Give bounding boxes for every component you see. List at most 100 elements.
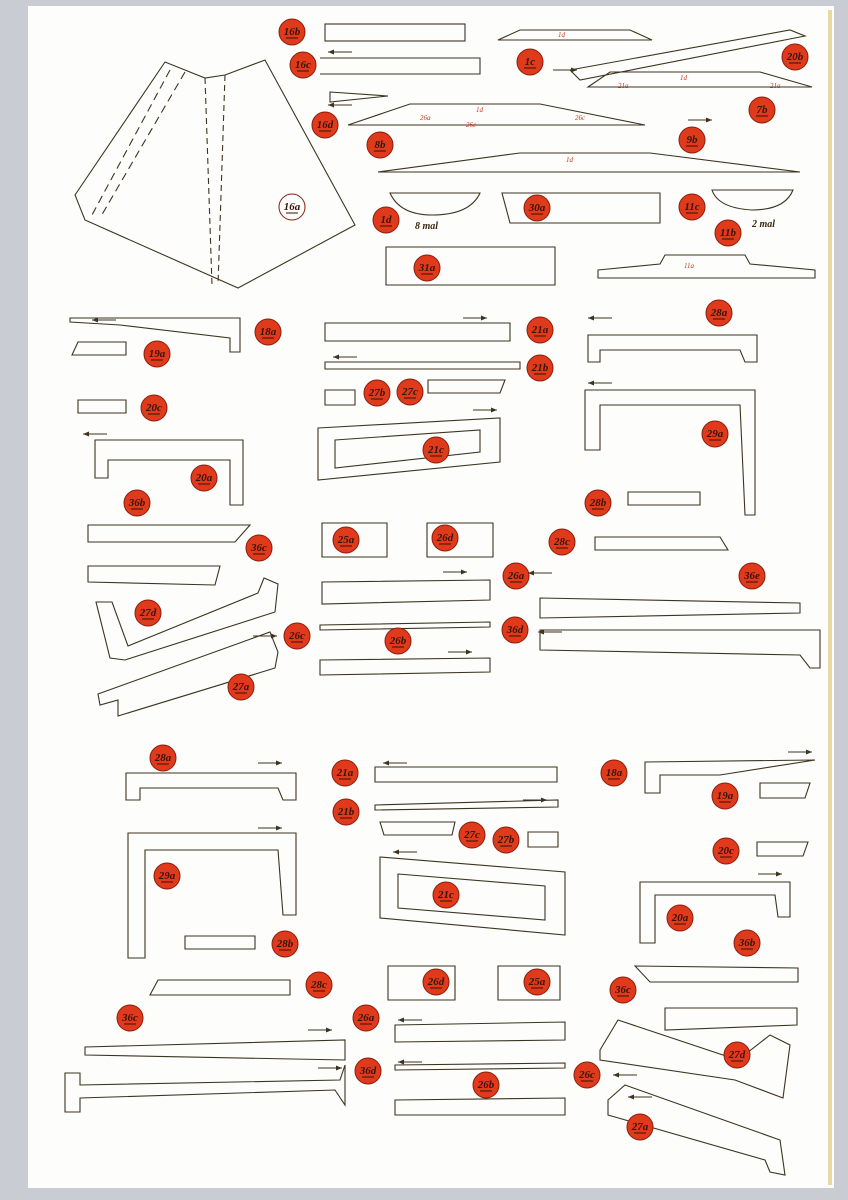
badge-text: 36e bbox=[743, 570, 760, 582]
badge-circle bbox=[609, 976, 637, 1004]
direction-arrow-icon bbox=[333, 354, 357, 360]
badge-circle bbox=[305, 971, 333, 999]
badge-circle bbox=[140, 394, 168, 422]
direction-arrow-icon bbox=[588, 315, 612, 321]
part-label-badge: 27d bbox=[134, 599, 162, 627]
direction-arrow-icon bbox=[328, 102, 352, 108]
badge-circle bbox=[149, 744, 177, 772]
badge-circle bbox=[472, 1071, 500, 1099]
part-label-badge: 30a bbox=[523, 194, 551, 222]
badge-text: 36b bbox=[738, 937, 756, 949]
part-label-badge: 20a bbox=[666, 904, 694, 932]
badge-text: 9b bbox=[687, 134, 699, 146]
part-label-badge: 25a bbox=[523, 968, 551, 996]
part-label-badge: 26a bbox=[352, 1004, 380, 1032]
badge-text: 27b bbox=[368, 387, 386, 399]
badge-text: 31a bbox=[418, 262, 436, 274]
badge-text: 36c bbox=[614, 984, 631, 996]
badge-circle bbox=[714, 219, 742, 247]
badge-text: 36b bbox=[128, 497, 146, 509]
direction-arrow-icon bbox=[553, 67, 577, 73]
badge-text: 21b bbox=[531, 362, 549, 374]
part-label-badge: 27a bbox=[626, 1113, 654, 1141]
direction-arrow-icon bbox=[628, 1094, 652, 1100]
mark: 26a bbox=[420, 114, 431, 122]
direction-arrow-icon bbox=[613, 1072, 637, 1078]
badge-circle bbox=[413, 254, 441, 282]
badge-circle bbox=[626, 1113, 654, 1141]
badge-circle bbox=[516, 48, 544, 76]
badge-text: 20a bbox=[195, 472, 213, 484]
badge-text: 16a bbox=[284, 201, 301, 213]
badge-text: 20c bbox=[717, 845, 734, 857]
badge-circle bbox=[526, 316, 554, 344]
badge-text: 27c bbox=[463, 829, 480, 841]
badge-text: 11c bbox=[684, 201, 699, 213]
direction-arrow-icon bbox=[258, 760, 282, 766]
part-label-badge: 1d bbox=[372, 206, 400, 234]
badge-text: 21c bbox=[437, 889, 454, 901]
badge-text: 20b bbox=[786, 51, 804, 63]
badge-circle bbox=[352, 1004, 380, 1032]
badge-circle bbox=[523, 968, 551, 996]
direction-arrow-icon bbox=[523, 797, 547, 803]
badge-text: 19a bbox=[717, 790, 734, 802]
badge-circle bbox=[502, 562, 530, 590]
part-label-badge: 11c bbox=[678, 193, 706, 221]
badge-circle bbox=[666, 904, 694, 932]
badge-text: 28a bbox=[710, 307, 728, 319]
part-label-badge: 26c bbox=[283, 622, 311, 650]
badge-text: 25a bbox=[337, 534, 355, 546]
badge-circle bbox=[422, 436, 450, 464]
direction-arrow-icon bbox=[92, 317, 116, 323]
part-label-badge: 27d bbox=[723, 1041, 751, 1069]
mark: 26c bbox=[575, 114, 586, 122]
badge-circle bbox=[123, 489, 151, 517]
badge-text: 18a bbox=[606, 767, 623, 779]
paper bbox=[28, 6, 834, 1188]
badge-text: 26a bbox=[357, 1012, 375, 1024]
badge-text: 36c bbox=[121, 1012, 138, 1024]
badge-circle bbox=[432, 881, 460, 909]
part-label-badge: 36d bbox=[354, 1057, 382, 1085]
badge-text: 28b bbox=[276, 938, 294, 950]
part-label-badge: 27a bbox=[227, 673, 255, 701]
badge-circle bbox=[332, 526, 360, 554]
badge-text: 26d bbox=[436, 532, 454, 544]
part-label-badge: 21a bbox=[331, 759, 359, 787]
badge-text: 36c bbox=[250, 542, 267, 554]
badge-circle bbox=[492, 826, 520, 854]
badge-circle bbox=[363, 379, 391, 407]
badge-circle bbox=[422, 968, 450, 996]
badge-text: 27b bbox=[497, 834, 515, 846]
badge-circle bbox=[678, 126, 706, 154]
direction-arrow-icon bbox=[328, 49, 352, 55]
badge-text: 28b bbox=[589, 497, 607, 509]
badge-circle bbox=[153, 862, 181, 890]
part-label-badge: 18a bbox=[600, 759, 628, 787]
badge-text: 28c bbox=[310, 979, 327, 991]
part-label-badge: 26b bbox=[384, 627, 412, 655]
badge-text: 26b bbox=[477, 1079, 495, 1091]
badge-text: 16b bbox=[284, 26, 301, 38]
badge-circle bbox=[701, 420, 729, 448]
badge-circle bbox=[332, 798, 360, 826]
part-label-badge: 11b bbox=[714, 219, 742, 247]
badge-circle bbox=[584, 489, 612, 517]
badge-circle bbox=[548, 528, 576, 556]
direction-arrow-icon bbox=[528, 570, 552, 576]
part-label-badge: 9b bbox=[678, 126, 706, 154]
badge-circle bbox=[278, 18, 306, 46]
part-16a-outline bbox=[74, 59, 356, 289]
part-label-badge: 27c bbox=[458, 821, 486, 849]
badge-text: 27d bbox=[728, 1049, 746, 1061]
part-label-badge: 18a bbox=[254, 318, 282, 346]
part-label-badge: 26b bbox=[472, 1071, 500, 1099]
badge-text: 1d bbox=[381, 214, 393, 226]
part-label-badge: 26d bbox=[422, 968, 450, 996]
direction-arrow-icon bbox=[443, 569, 467, 575]
part-label-badge: 36b bbox=[123, 489, 151, 517]
badge-circle bbox=[705, 299, 733, 327]
badge-circle bbox=[134, 599, 162, 627]
